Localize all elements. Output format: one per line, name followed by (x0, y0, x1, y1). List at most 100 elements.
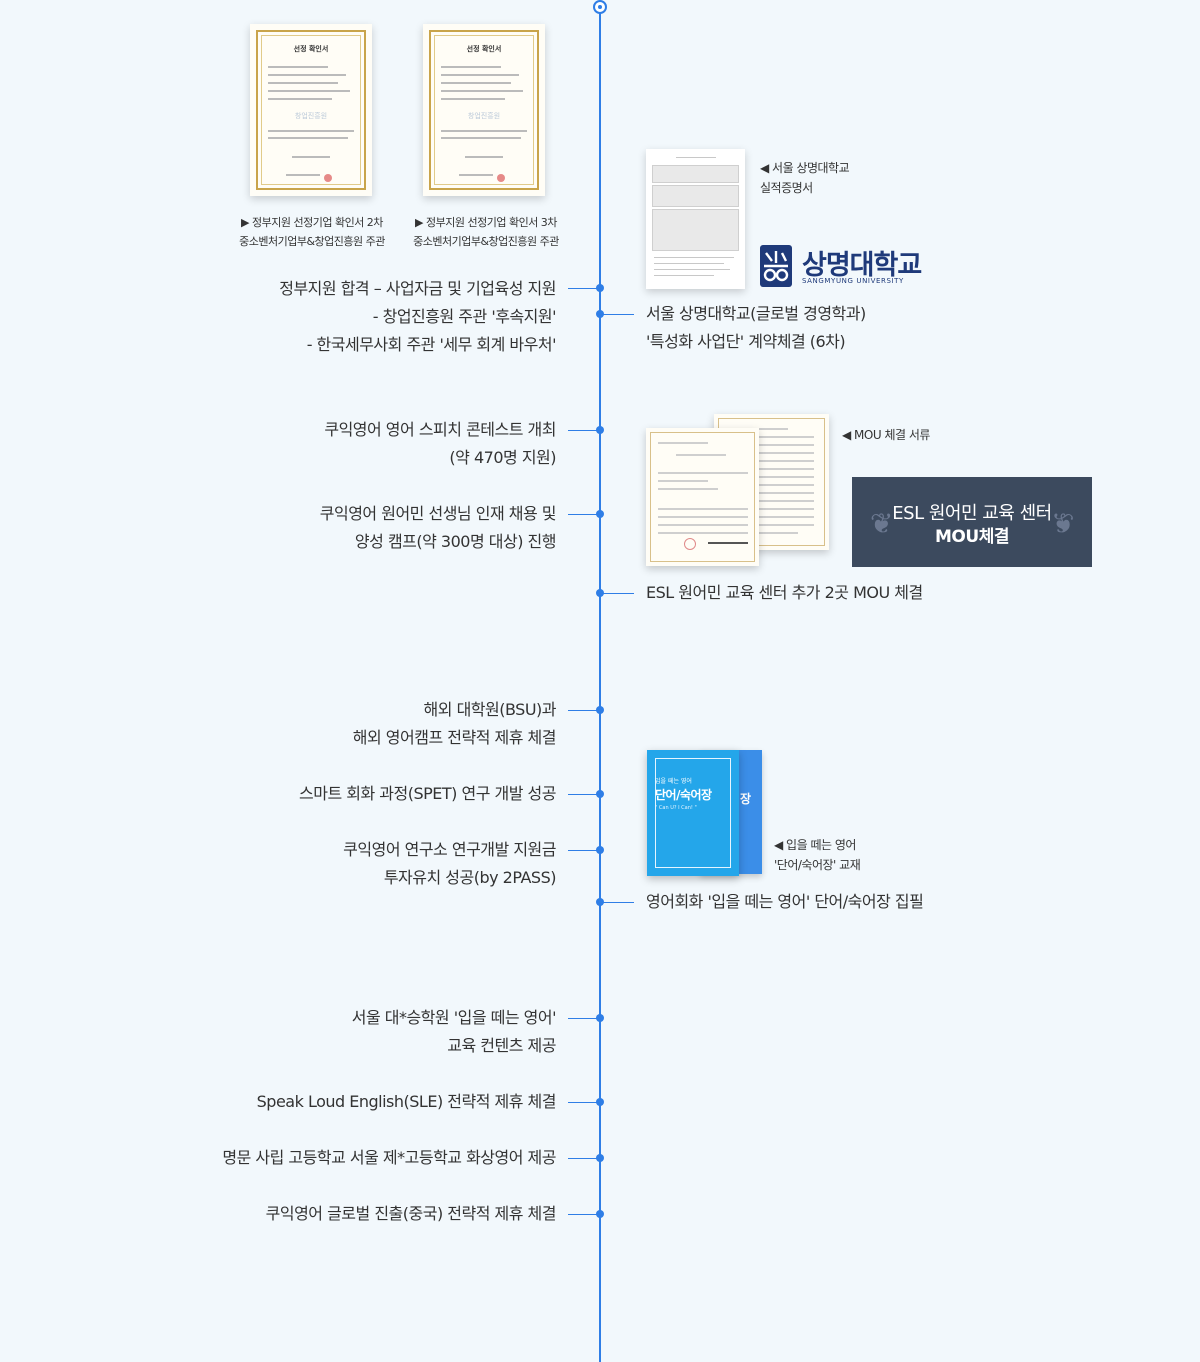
certificate-watermark: 창업진흥원 (294, 112, 328, 120)
esl-mou-badge: ❦ ESL 원어민 교육 센터 MOU체결 ❦ (852, 477, 1092, 567)
book-tagline: " Can U? I Can! " (655, 805, 697, 811)
smu-performance-certificate-image (646, 149, 745, 289)
timeline-dot (596, 1098, 604, 1106)
smu-document-caption: ◀ 서울 상명대학교 실적증명서 (760, 158, 850, 198)
event-text: 명문 사립 고등학교 서울 제*고등학교 화상영어 제공 (222, 1148, 556, 1167)
event-text: ESL 원어민 교육 센터 추가 2곳 MOU 체결 (646, 583, 923, 602)
event-connector (568, 710, 600, 711)
certificate-issuer-line (286, 174, 320, 176)
seal-stamp (497, 174, 505, 182)
certificate-watermark: 창업진흥원 (467, 112, 501, 120)
caption-line: 중소벤처기업부&창업진흥원 주관 (413, 235, 559, 248)
timeline-dot (596, 1154, 604, 1162)
timeline-dot (596, 1014, 604, 1022)
event-text: 투자유치 성공(by 2PASS) (383, 868, 557, 887)
event-esl-mou: ESL 원어민 교육 센터 추가 2곳 MOU 체결 (646, 579, 923, 607)
timeline-dot (596, 898, 604, 906)
event-connector (568, 514, 600, 515)
event-book-writing: 영어회화 '입을 떼는 영어' 단어/숙어장 집필 (646, 888, 924, 916)
caption-line: ▶ 정부지원 선정기업 확인서 3차 (415, 216, 557, 229)
timeline-dot (596, 284, 604, 292)
event-text: Speak Loud English(SLE) 전략적 제휴 체결 (256, 1092, 557, 1111)
seal-stamp (684, 538, 696, 550)
mou-document-caption: ◀ MOU 체결 서류 (842, 428, 930, 442)
event-text: 쿠익영어 원어민 선생님 인재 채용 및 (319, 504, 557, 523)
event-text: - 창업진흥원 주관 '후속지원' (372, 307, 557, 326)
timeline-dot (596, 510, 604, 518)
caption-line: ▶ 정부지원 선정기업 확인서 2차 (241, 216, 383, 229)
smu-logo-subtitle: SANGMYUNG UNIVERSITY (802, 277, 904, 285)
event-connector (568, 794, 600, 795)
smu-logo-name: 상명대학교 (802, 250, 922, 281)
event-connector (568, 850, 600, 851)
event-sle-partnership: Speak Loud English(SLE) 전략적 제휴 체결 (256, 1088, 557, 1116)
caption-line: ◀ 서울 상명대학교 (760, 161, 850, 175)
certificate-image-3: 선정 확인서 창업진흥원 (423, 24, 545, 196)
timeline-dot (596, 706, 604, 714)
event-text: 영어회화 '입을 떼는 영어' 단어/숙어장 집필 (646, 892, 924, 911)
event-connector (600, 902, 634, 903)
book-series-name: 입을 떼는 영어 (655, 778, 692, 785)
laurel-left-icon: ❦ (870, 507, 894, 540)
event-text: 해외 대학원(BSU)과 (423, 700, 557, 719)
event-connector (568, 1214, 600, 1215)
event-text: 쿠익영어 연구소 연구개발 지원금 (343, 840, 556, 859)
event-text: 해외 영어캠프 전략적 제휴 체결 (352, 728, 557, 747)
event-text: 서울 대*승학원 '입을 떼는 영어' (351, 1008, 557, 1027)
timeline-dot (596, 426, 604, 434)
event-text: 쿠익영어 글로벌 진출(중국) 전략적 제휴 체결 (265, 1204, 557, 1223)
event-connector (568, 1102, 600, 1103)
event-connector (600, 314, 634, 315)
timeline-axis (599, 8, 601, 1362)
caption-line: 실적증명서 (760, 181, 813, 195)
laurel-right-icon: ❦ (1050, 507, 1074, 540)
book-back-title: 장 (740, 792, 752, 806)
event-connector (568, 288, 600, 289)
certificate-title: 선정 확인서 (466, 45, 502, 53)
event-connector (568, 1018, 600, 1019)
esl-badge-subtitle: MOU체결 (935, 527, 1009, 547)
book-front-cover: 입을 떼는 영어 단어/숙어장 " Can U? I Can! " (647, 750, 739, 876)
event-text: 교육 컨텐츠 제공 (447, 1036, 556, 1055)
event-connector (568, 430, 600, 431)
event-connector (600, 593, 634, 594)
event-text: '특성화 사업단' 계약체결 (6차) (646, 332, 846, 351)
event-text: 스마트 회화 과정(SPET) 연구 개발 성공 (299, 784, 556, 803)
event-text: 양성 캠프(약 300명 대상) 진행 (354, 532, 557, 551)
event-bsu-partnership: 해외 대학원(BSU)과 해외 영어캠프 전략적 제휴 체결 (352, 696, 557, 752)
certificate-caption-2: ▶ 정부지원 선정기업 확인서 2차 중소벤처기업부&창업진흥원 주관 (230, 213, 394, 251)
mou-document-front (646, 428, 759, 566)
sangmyung-university-logo: 상명대학교 SANGMYUNG UNIVERSITY (760, 245, 922, 290)
timeline-dot (596, 1210, 604, 1218)
event-highschool-video: 명문 사립 고등학교 서울 제*고등학교 화상영어 제공 (222, 1144, 556, 1172)
event-smu-contract: 서울 상명대학교(글로벌 경영학과) '특성화 사업단' 계약체결 (6차) (646, 300, 866, 356)
event-government-support: 정부지원 합격 – 사업자금 및 기업육성 지원 - 창업진흥원 주관 '후속지… (279, 275, 556, 359)
timeline-dot (596, 846, 604, 854)
caption-line: 중소벤처기업부&창업진흥원 주관 (239, 235, 385, 248)
book-caption: ◀ 입을 떼는 영어 '단어/숙어장' 교재 (774, 835, 861, 875)
timeline-dot (596, 790, 604, 798)
event-spet-development: 스마트 회화 과정(SPET) 연구 개발 성공 (299, 780, 556, 808)
event-china-partnership: 쿠익영어 글로벌 진출(중국) 전략적 제휴 체결 (265, 1200, 557, 1228)
event-text: 정부지원 합격 – 사업자금 및 기업육성 지원 (279, 279, 556, 298)
event-academy-content: 서울 대*승학원 '입을 떼는 영어' 교육 컨텐츠 제공 (351, 1004, 557, 1060)
event-investment: 쿠익영어 연구소 연구개발 지원금 투자유치 성공(by 2PASS) (343, 836, 556, 892)
event-speech-contest: 쿠익영어 영어 스피치 콘테스트 개최 (약 470명 지원) (324, 416, 556, 472)
event-text: 서울 상명대학교(글로벌 경영학과) (646, 304, 866, 323)
seal-stamp (324, 174, 332, 182)
certificate-title: 선정 확인서 (293, 45, 329, 53)
timeline-dot (596, 589, 604, 597)
event-text: (약 470명 지원) (449, 448, 556, 467)
certificate-image-2: 선정 확인서 창업진흥원 (250, 24, 372, 196)
caption-line: '단어/숙어장' 교재 (774, 858, 861, 872)
timeline-start-marker (593, 0, 607, 14)
timeline-dot (596, 310, 604, 318)
book-title: 단어/숙어장 (655, 788, 712, 802)
event-text: 쿠익영어 영어 스피치 콘테스트 개최 (324, 420, 556, 439)
caption-line: ◀ 입을 떼는 영어 (774, 838, 856, 852)
certificate-caption-3: ▶ 정부지원 선정기업 확인서 3차 중소벤처기업부&창업진흥원 주관 (404, 213, 568, 251)
esl-badge-title: ESL 원어민 교육 센터 (892, 503, 1052, 524)
event-connector (568, 1158, 600, 1159)
event-teacher-camp: 쿠익영어 원어민 선생님 인재 채용 및 양성 캠프(약 300명 대상) 진행 (319, 500, 557, 556)
event-text: - 한국세무사회 주관 '세무 회계 바우처' (306, 335, 557, 354)
